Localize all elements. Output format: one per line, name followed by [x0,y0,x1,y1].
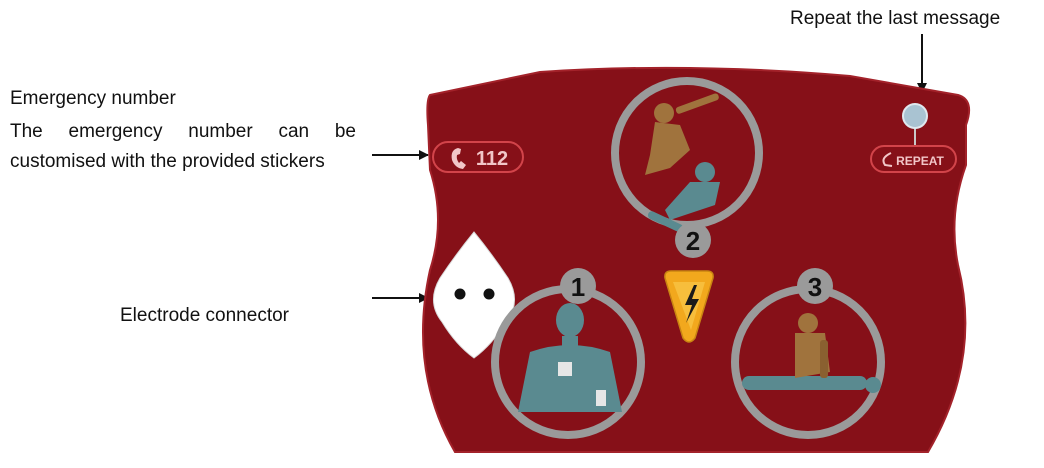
repeat-button-label: REPEAT [896,154,944,168]
emergency-number-text: 112 [476,148,508,170]
electrode-pad-upper [558,362,572,376]
connector-pin-right [484,289,495,300]
step-1-number: 1 [571,272,585,302]
repeat-led [903,104,927,128]
connector-pin-left [455,289,466,300]
step-2-number: 2 [686,226,700,256]
emergency-number-badge[interactable]: 112 [433,142,523,172]
step-3-number: 3 [808,272,822,302]
electrode-pad-lower [596,390,606,406]
